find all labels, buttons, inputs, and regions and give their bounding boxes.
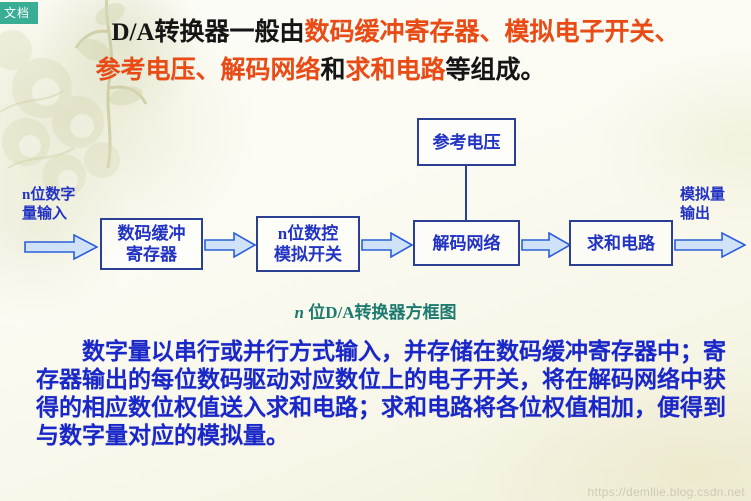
diagram-box-n-bit-analog-switch: n位数控 模拟开关 bbox=[256, 216, 360, 272]
title-line-2-highlight-2: 求和电路 bbox=[345, 57, 446, 84]
diagram-box-summing-circuit: 求和电路 bbox=[569, 220, 673, 266]
diagram-output-label: 模拟量 输出 bbox=[680, 187, 726, 222]
title-line-1-highlight: 数码缓冲寄存器、模拟电子开关、 bbox=[304, 19, 680, 46]
diagram-caption: n 位D/A转换器方框图 bbox=[0, 298, 751, 323]
diagram-input-label: n位数字 量输入 bbox=[22, 187, 76, 222]
arrow-buffer-to-switch-icon bbox=[204, 232, 256, 258]
diagram-box-summing-circuit-label: 求和电路 bbox=[587, 233, 655, 253]
arrow-input-to-buffer-icon bbox=[24, 234, 98, 260]
title-line-2-conjunction: 和 bbox=[320, 57, 346, 84]
arrow-sum-to-output-icon bbox=[674, 232, 746, 258]
diagram-box-digital-buffer-register: 数码缓冲 寄存器 bbox=[100, 218, 203, 270]
diagram-box-decoder-network: 解码网络 bbox=[413, 220, 520, 266]
diagram-box-reference-voltage-label: 参考电压 bbox=[432, 132, 501, 152]
connector-reference-to-decoder bbox=[465, 166, 467, 220]
title-line-2-highlight-1: 参考电压、解码网络 bbox=[95, 57, 321, 84]
title-line-2: 参考电压、解码网络和求和电路等组成。 bbox=[0, 52, 751, 90]
diagram-box-reference-voltage: 参考电压 bbox=[417, 118, 516, 166]
diagram-box-decoder-network-label: 解码网络 bbox=[432, 233, 501, 253]
arrow-switch-to-decoder-icon bbox=[361, 232, 413, 258]
arrow-decoder-to-sum-icon bbox=[521, 232, 571, 258]
page-title: D/A转换器一般由数码缓冲寄存器、模拟电子开关、 参考电压、解码网络和求和电路等… bbox=[0, 14, 751, 90]
block-diagram: 参考电压 n位数字 量输入 数码缓冲 寄存器 n位数控 模拟开关 解码网络 求和 bbox=[0, 108, 751, 328]
title-line-2-suffix: 等组成。 bbox=[445, 57, 546, 84]
diagram-caption-variable: n bbox=[294, 303, 304, 322]
document-badge: 文档 bbox=[0, 2, 39, 24]
diagram-box-digital-buffer-register-label: 数码缓冲 寄存器 bbox=[117, 224, 186, 264]
document-badge-label: 文档 bbox=[4, 6, 31, 20]
body-paragraph: 数字量以串行或并行方式输入，并存储在数码缓冲寄存器中；寄存器输出的每位数码驱动对… bbox=[36, 339, 726, 448]
title-line-1-prefix: D/A转换器一般由 bbox=[111, 19, 305, 46]
source-watermark: https://demllie.blog.csdn.net bbox=[587, 485, 745, 499]
diagram-box-n-bit-analog-switch-label: n位数控 模拟开关 bbox=[274, 224, 342, 264]
title-line-1: D/A转换器一般由数码缓冲寄存器、模拟电子开关、 bbox=[0, 14, 751, 52]
diagram-caption-text: 位D/A转换器方框图 bbox=[303, 303, 457, 322]
